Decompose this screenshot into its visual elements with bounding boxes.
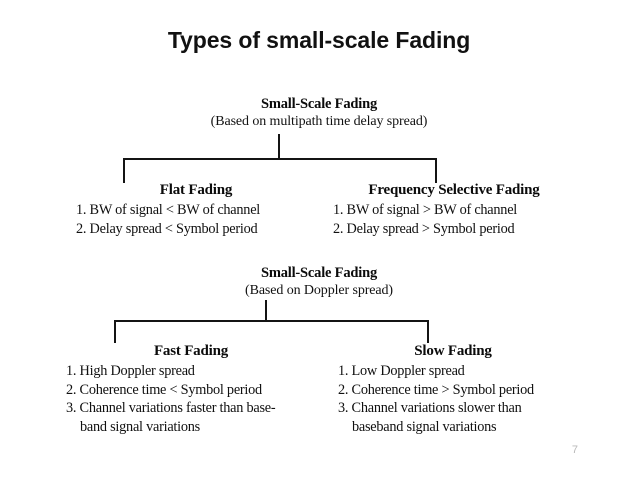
branch-slow-fading-list: 1. Low Doppler spread 2. Coherence time … <box>327 362 579 436</box>
list-item-continuation: band signal variations <box>80 418 200 435</box>
list-item: 1. High Doppler spread <box>66 362 316 381</box>
list-item: 1. BW of signal > BW of channel <box>333 201 578 220</box>
diagram2-connector-bar <box>114 320 429 322</box>
branch-flat-fading-title: Flat Fading <box>159 182 233 198</box>
list-item: 3. Channel variations slower than baseba… <box>338 399 579 436</box>
list-item: 1. BW of signal < BW of channel <box>76 201 316 220</box>
list-item-text: 3. Channel variations slower than <box>338 400 522 416</box>
list-item-text: 1. BW of signal > BW of channel <box>333 202 518 218</box>
diagram2-connector-drop-right <box>427 320 429 343</box>
list-item: 1. Low Doppler spread <box>338 362 579 381</box>
list-item-text: 1. BW of signal < BW of channel <box>76 202 261 218</box>
list-item-text: 1. Low Doppler spread <box>338 363 465 379</box>
list-item-text: 2. Delay spread > Symbol period <box>333 220 515 237</box>
list-item-text: 2. Delay spread < Symbol period <box>76 220 258 237</box>
diagram1-connector-stem <box>278 134 280 160</box>
branch-frequency-selective-fading: Frequency Selective Fading 1. BW of sign… <box>330 180 578 238</box>
branch-fast-fading-list: 1. High Doppler spread 2. Coherence time… <box>66 362 316 436</box>
branch-slow-fading-title: Slow Fading <box>414 343 492 359</box>
branch-flat-fading-list: 1. BW of signal < BW of channel 2. Delay… <box>76 201 316 238</box>
list-item-text: 2. Coherence time < Symbol period <box>66 381 262 398</box>
page-number: 7 <box>571 444 578 456</box>
list-item-text: 1. High Doppler spread <box>66 363 195 379</box>
diagram1-connector-bar <box>123 158 437 160</box>
list-item: 2. Delay spread > Symbol period <box>333 220 578 239</box>
list-item-text: 3. Channel variations faster than base- <box>66 400 276 416</box>
branch-flat-fading: Flat Fading 1. BW of signal < BW of chan… <box>76 180 316 238</box>
diagram1-connector-drop-left <box>123 158 125 183</box>
list-item: 2. Coherence time < Symbol period <box>66 381 316 400</box>
list-item: 2. Delay spread < Symbol period <box>76 220 316 239</box>
diagram1-root-title: Small-Scale Fading <box>260 96 378 112</box>
diagram2-connector-drop-left <box>114 320 116 343</box>
branch-fast-fading-title: Fast Fading <box>153 343 229 359</box>
list-item-text: 2. Coherence time > Symbol period <box>338 381 534 398</box>
list-item: 2. Coherence time > Symbol period <box>338 381 579 400</box>
diagram2-root-node: Small-Scale Fading (Based on Doppler spr… <box>0 264 638 300</box>
diagram1-root-node: Small-Scale Fading (Based on multipath t… <box>0 95 638 131</box>
diagram2-root-subtitle: (Based on Doppler spread) <box>245 283 393 298</box>
list-item: 3. Channel variations faster than base- … <box>66 399 316 436</box>
branch-fast-fading: Fast Fading 1. High Doppler spread 2. Co… <box>66 341 316 436</box>
diagram2-connector-stem <box>265 300 267 322</box>
branch-frequency-selective-fading-list: 1. BW of signal > BW of channel 2. Delay… <box>330 201 578 238</box>
page-title: Types of small-scale Fading <box>167 27 471 53</box>
diagram1-connector-drop-right <box>435 158 437 183</box>
branch-slow-fading: Slow Fading 1. Low Doppler spread 2. Coh… <box>327 341 579 436</box>
diagram1-root-subtitle: (Based on multipath time delay spread) <box>210 114 428 129</box>
diagram2-root-title: Small-Scale Fading <box>260 265 378 281</box>
branch-frequency-selective-fading-title: Frequency Selective Fading <box>368 182 540 198</box>
list-item-continuation: baseband signal variations <box>352 418 497 435</box>
